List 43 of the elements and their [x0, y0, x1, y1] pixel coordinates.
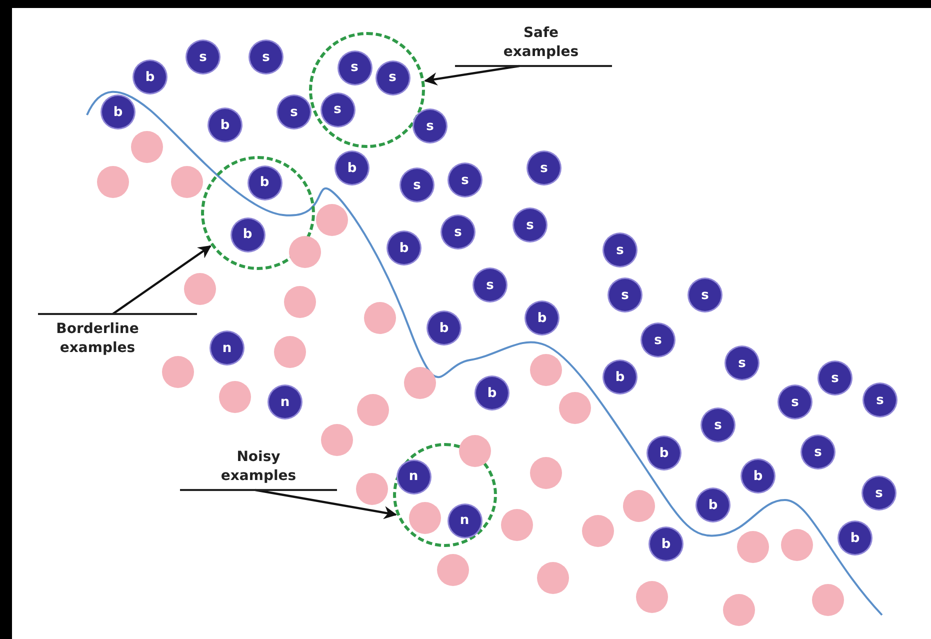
sample-marker: b	[388, 232, 420, 264]
sample-marker: s	[702, 409, 734, 441]
sample-marker: s	[604, 234, 636, 266]
sample-marker: n	[448, 504, 480, 536]
sample-marker: s	[442, 216, 474, 248]
sample-marker: s	[802, 436, 834, 468]
sample-marker: s	[863, 477, 895, 509]
sample-marker: n	[211, 332, 243, 364]
sample-marker: s	[250, 41, 282, 73]
sample-marker: b	[604, 361, 636, 393]
sample-marker: s	[528, 152, 560, 184]
sample-marker: s	[474, 269, 506, 301]
arrow	[112, 245, 212, 315]
sample-marker: b	[526, 302, 558, 334]
sample-marker: s	[401, 169, 433, 201]
arrow	[255, 488, 398, 520]
sample-marker: b	[134, 61, 166, 93]
sample-marker: s	[864, 384, 896, 416]
sample-marker: b	[742, 460, 774, 492]
sample-marker: b	[336, 152, 368, 184]
sample-marker: b	[102, 96, 134, 128]
sample-marker: s	[609, 279, 641, 311]
sample-marker: n	[269, 386, 301, 418]
sample-marker: s	[642, 324, 674, 356]
sample-marker: s	[278, 96, 310, 128]
sample-marker: b	[648, 437, 680, 469]
arrow	[424, 64, 520, 86]
sample-marker: b	[476, 377, 508, 409]
sample-marker: s	[322, 94, 354, 126]
sample-marker: b	[839, 522, 871, 554]
sample-marker: s	[726, 347, 758, 379]
sample-marker: b	[650, 528, 682, 560]
sample-marker: s	[449, 164, 481, 196]
sample-marker: b	[697, 489, 729, 521]
sample-marker: b	[428, 312, 460, 344]
sample-marker: s	[819, 362, 851, 394]
sample-marker: s	[414, 110, 446, 142]
sample-marker: s	[187, 41, 219, 73]
sample-marker: s	[689, 279, 721, 311]
sample-marker: b	[209, 109, 241, 141]
callout-label: Safe examples	[455, 24, 612, 67]
sample-marker: s	[514, 209, 546, 241]
sample-marker: s	[779, 386, 811, 418]
